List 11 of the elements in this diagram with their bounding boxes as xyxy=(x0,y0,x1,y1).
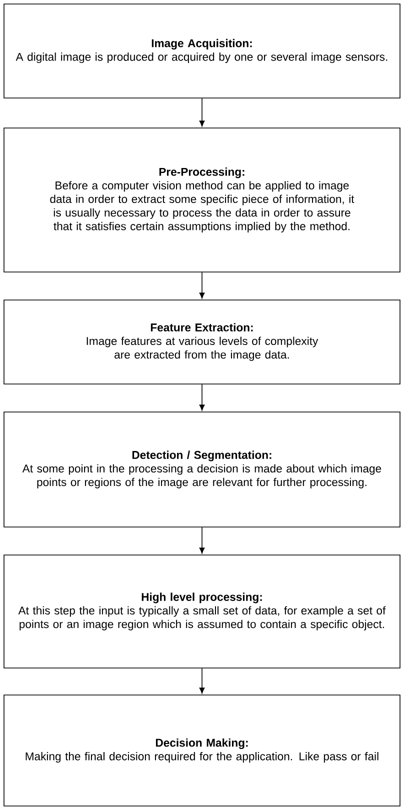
arrow xyxy=(199,98,205,127)
arrow xyxy=(199,527,205,554)
arrow xyxy=(199,272,205,299)
process-box: Pre-Processing: Before a computer vision method can be applied to image data in order to extract some specific piece of information, it is usually necessary to process the data in order to assure that it satisfies certain assumptions implied by the method. xyxy=(4,128,400,272)
arrow xyxy=(199,668,205,694)
process-box: High level processing: At this step the input is typically a small set of data, for example a set of points or an image region which is assumed to contain a specific object. xyxy=(4,554,400,668)
arrow xyxy=(199,384,205,411)
process-box: Feature Extraction: Image features at various levels of complexity are extracted from the image data. xyxy=(4,300,400,384)
process-box: Image Acquisition: A digital image is produced or acquired by one or several image sensors. xyxy=(4,4,400,98)
process-box: Detection / Segmentation: At some point in the processing a decision is made about which image points or regions of the image are relevant for further processing. xyxy=(4,412,400,528)
process-box: Decision Making: Making the final decision required for the application. Like pass or fail xyxy=(4,694,400,806)
